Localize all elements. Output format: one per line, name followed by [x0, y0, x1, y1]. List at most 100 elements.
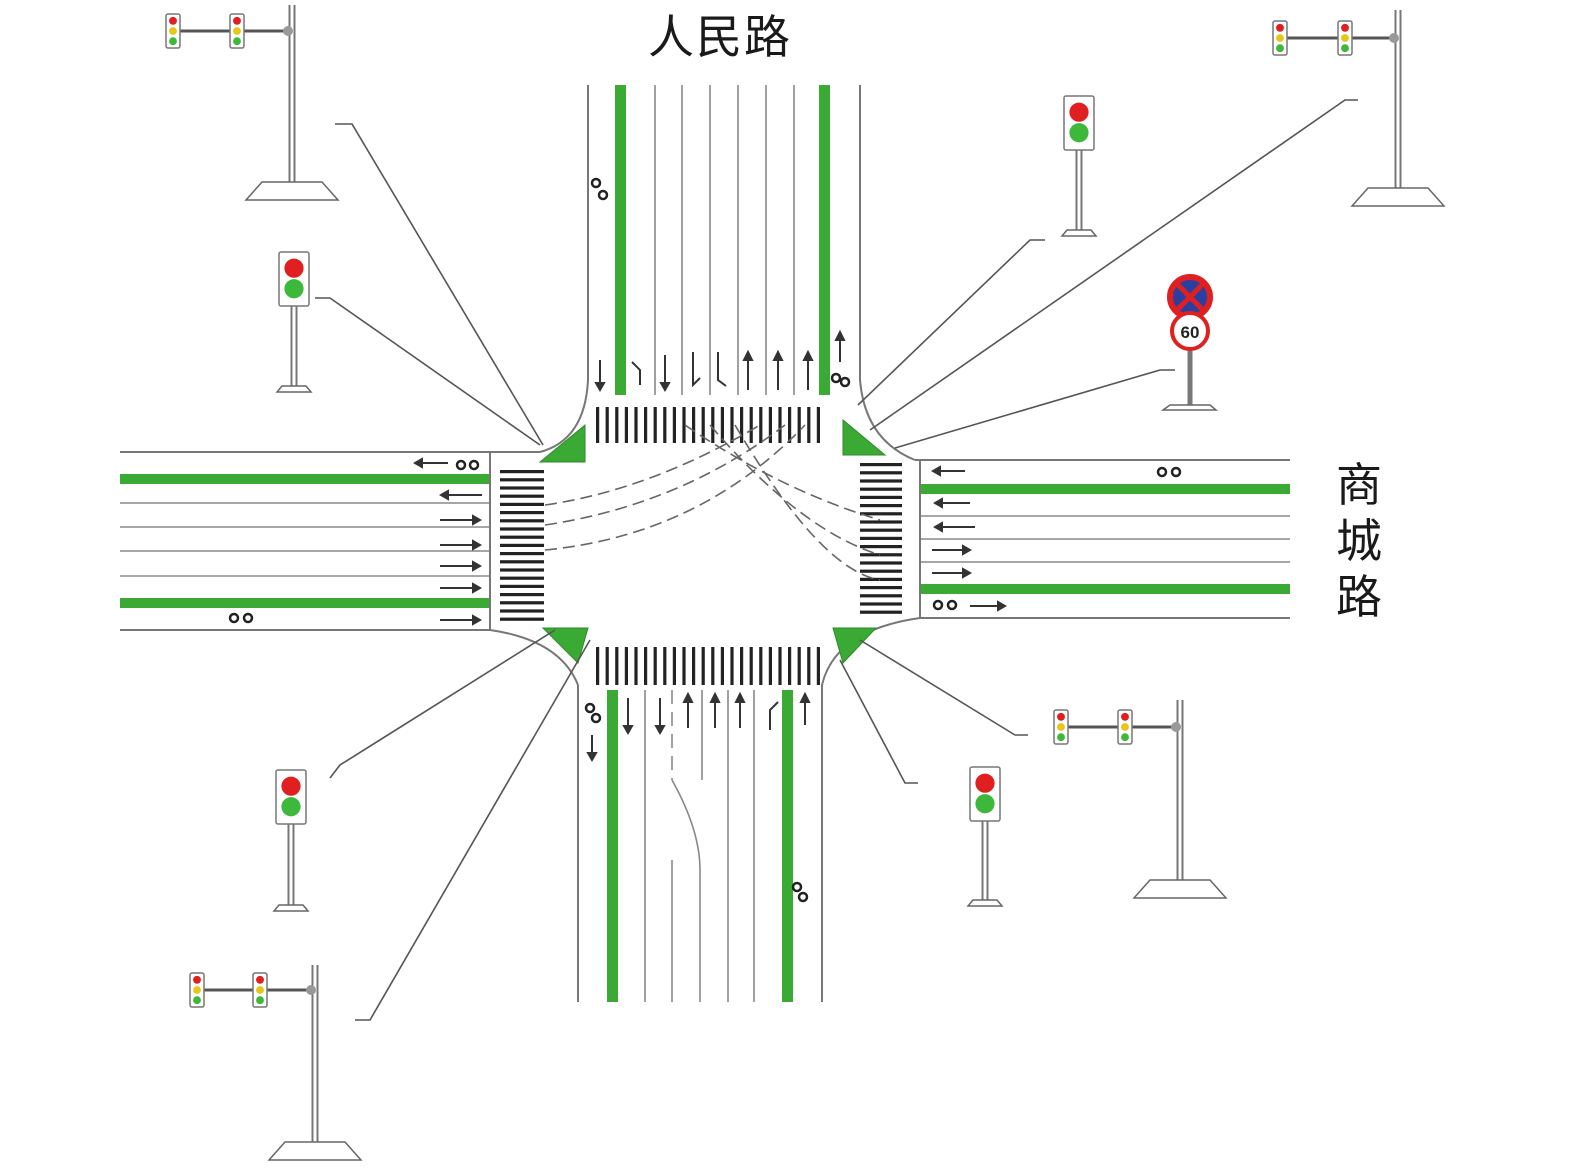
crosswalk-stripe	[500, 576, 544, 580]
crosswalk-stripe	[500, 502, 544, 506]
crosswalk-stripe	[500, 494, 544, 498]
crosswalk-stripe	[615, 407, 619, 443]
crosswalk-stripe	[860, 504, 902, 508]
road-label-char: 城	[1336, 514, 1382, 568]
corner-curbs	[489, 379, 921, 686]
crosswalk-stripe	[807, 647, 811, 685]
green-lane-south-east	[782, 690, 793, 1002]
crosswalk-stripe	[860, 577, 902, 581]
crosswalk-stripe	[672, 647, 676, 685]
road-label-char: 路	[1336, 570, 1382, 624]
crosswalk-stripe	[500, 535, 544, 539]
red-lamp	[1069, 102, 1089, 122]
crosswalk-stripe	[860, 594, 902, 598]
crosswalk-stripe	[860, 528, 902, 532]
green-lane-west-south	[120, 598, 490, 608]
road-east	[915, 459, 1290, 619]
pedestrian-signal-pole	[275, 251, 313, 393]
crosswalk-stripe	[644, 647, 648, 685]
signal-lamp	[1121, 712, 1129, 721]
lane-arrows-south	[586, 691, 811, 763]
signal-lamp	[256, 975, 264, 984]
red-lamp	[284, 258, 304, 278]
crosswalk-stripe	[860, 495, 902, 499]
crosswalk-stripe	[500, 470, 544, 474]
bicycle-icon	[830, 372, 851, 388]
green-lamp	[1069, 123, 1089, 143]
crosswalk-stripe	[797, 407, 801, 443]
signal-lamp	[1121, 733, 1129, 742]
crosswalk-stripe	[692, 407, 696, 443]
green-lane-south-west	[607, 690, 618, 1002]
signal-lamp	[233, 27, 241, 35]
signal-lamp	[193, 996, 201, 1005]
crosswalk-stripe	[816, 407, 820, 443]
crosswalk-stripe	[596, 407, 600, 443]
pedestrian-signal-pole	[1060, 95, 1098, 237]
crosswalk-stripe	[644, 407, 648, 443]
crosswalk-stripe	[860, 512, 902, 516]
signal-lamp	[1057, 712, 1065, 721]
green-lane-north-east	[819, 85, 830, 395]
crosswalk-stripe	[615, 647, 619, 685]
cantilever-signal-pole	[1272, 10, 1446, 207]
signal-lamp	[256, 986, 264, 994]
green-lane-north-west	[615, 85, 626, 395]
crosswalk-stripe	[500, 527, 544, 531]
signal-lamp	[1057, 723, 1065, 731]
crosswalk-stripe	[605, 647, 609, 685]
bicycle-icon	[455, 459, 480, 471]
road-west	[120, 451, 540, 631]
road-west-lanes	[120, 502, 490, 577]
crosswalk-north	[596, 407, 820, 443]
signal-lamp	[193, 986, 201, 994]
signal-lamp	[193, 975, 201, 984]
crosswalk-stripe	[768, 647, 772, 685]
crosswalk-stripe	[500, 584, 544, 588]
crosswalk-stripe	[860, 561, 902, 565]
crosswalk-stripe	[816, 647, 820, 685]
crosswalk-stripe	[711, 407, 715, 443]
crosswalk-stripe	[500, 609, 544, 613]
crosswalk-stripe	[860, 545, 902, 549]
crosswalk-stripe	[500, 486, 544, 490]
road-east-lanes	[920, 515, 1290, 563]
turn-guide-lines	[544, 424, 881, 581]
crosswalk-stripe	[740, 407, 744, 443]
signal-lamp	[169, 37, 177, 46]
corner-islands	[538, 418, 887, 664]
crosswalk-stripe	[860, 479, 902, 483]
crosswalk-stripe	[860, 463, 902, 467]
road-south	[577, 685, 823, 1002]
crosswalk-stripe	[759, 407, 763, 443]
lane-arrows-west	[412, 457, 483, 626]
cantilever-signal-pole	[165, 5, 340, 201]
road-north	[587, 85, 861, 380]
signal-lamp	[1341, 44, 1349, 53]
crosswalk-south	[596, 647, 820, 685]
crosswalk-stripe	[860, 553, 902, 557]
crosswalk-stripe	[634, 407, 638, 443]
signal-lamp	[1276, 34, 1284, 42]
crosswalk-stripe	[797, 647, 801, 685]
bicycle-icon	[584, 702, 602, 724]
crosswalk-stripe	[759, 647, 763, 685]
signal-lamp	[233, 16, 241, 25]
crosswalk-stripe	[682, 647, 686, 685]
crosswalk-stripe	[860, 536, 902, 540]
crosswalk-stripe	[500, 519, 544, 523]
crosswalk-stripe	[701, 647, 705, 685]
crosswalk-stripe	[653, 407, 657, 443]
crosswalk-stripe	[500, 593, 544, 597]
signal-lamp	[169, 16, 177, 25]
crosswalk-stripe	[749, 407, 753, 443]
road-label-renmin: 人民路	[648, 10, 792, 64]
crosswalk-stripe	[860, 586, 902, 590]
green-lamp	[975, 794, 995, 814]
bicycle-icons	[228, 177, 1182, 903]
signal-lamp	[1341, 34, 1349, 42]
crosswalk-stripe	[807, 407, 811, 443]
green-lamp	[284, 279, 304, 299]
crosswalk-stripe	[672, 407, 676, 443]
